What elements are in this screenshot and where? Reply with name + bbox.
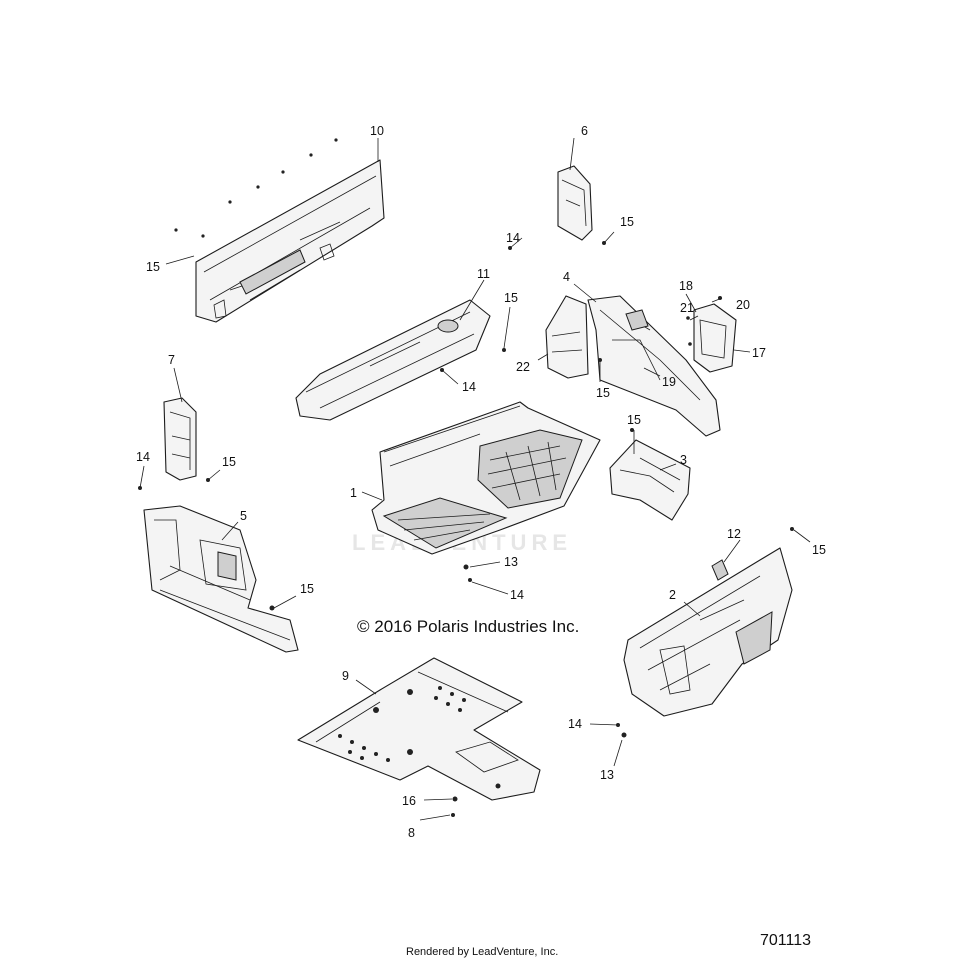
callout-4: 4: [563, 270, 570, 284]
floor-plate-holes: [338, 686, 501, 789]
part-10-rear-panel[interactable]: [195, 159, 385, 323]
part-17-access-panel[interactable]: [693, 303, 737, 373]
part-11-crossmember[interactable]: [295, 299, 491, 421]
callout-6: 6: [581, 124, 588, 138]
callout-15: 15: [620, 215, 634, 229]
callout-8: 8: [408, 826, 415, 840]
callout-14: 14: [136, 450, 150, 464]
callout-1: 1: [350, 486, 357, 500]
callout-15: 15: [596, 386, 610, 400]
callout-15: 15: [300, 582, 314, 596]
callout-3: 3: [680, 453, 687, 467]
callout-2: 2: [669, 588, 676, 602]
part-2-floor-panel[interactable]: [623, 547, 793, 717]
callout-22: 22: [516, 360, 530, 374]
callout-15: 15: [222, 455, 236, 469]
callout-15: 15: [627, 413, 641, 427]
callout-15: 15: [812, 543, 826, 557]
callout-12: 12: [727, 527, 741, 541]
part-4-side-panel[interactable]: [587, 295, 721, 437]
callout-16: 16: [402, 794, 416, 808]
callout-10: 10: [370, 124, 384, 138]
part-22-trim-panel[interactable]: [545, 295, 589, 379]
callout-5: 5: [240, 509, 247, 523]
callout-7: 7: [168, 353, 175, 367]
diagram-number: 701113: [760, 932, 812, 949]
callout-15: 15: [504, 291, 518, 305]
part-7-pillar-trim[interactable]: [163, 397, 197, 481]
callout-14: 14: [506, 231, 520, 245]
callout-15: 15: [146, 260, 160, 274]
part-3-bracket[interactable]: [609, 439, 691, 521]
callout-13: 13: [504, 555, 518, 569]
part-6-pillar-trim[interactable]: [557, 165, 593, 241]
part-1-floor-tub[interactable]: [371, 401, 601, 555]
callout-19: 19: [662, 375, 676, 389]
part-5-side-panel[interactable]: [143, 505, 299, 653]
callout-14: 14: [510, 588, 524, 602]
part-10-fasteners: [174, 138, 338, 238]
part-9-floor-plate[interactable]: [297, 657, 541, 801]
callout-20: 20: [736, 298, 750, 312]
rendered-by-credit: Rendered by LeadVenture, Inc.: [406, 946, 559, 958]
callouts: 10 15 6 14 15 11 15 4 22 15 18 21 20 17 …: [136, 124, 826, 840]
callout-18: 18: [679, 279, 693, 293]
part-12-pad[interactable]: [711, 559, 729, 581]
callout-11: 11: [477, 267, 490, 281]
callout-17: 17: [752, 346, 766, 360]
copyright-notice: © 2016 Polaris Industries Inc.: [357, 617, 580, 636]
callout-14: 14: [568, 717, 582, 731]
callout-13: 13: [600, 768, 614, 782]
callout-14: 14: [462, 380, 476, 394]
callout-21: 21: [680, 301, 694, 315]
callout-9: 9: [342, 669, 349, 683]
leader-lines: [139, 137, 811, 821]
